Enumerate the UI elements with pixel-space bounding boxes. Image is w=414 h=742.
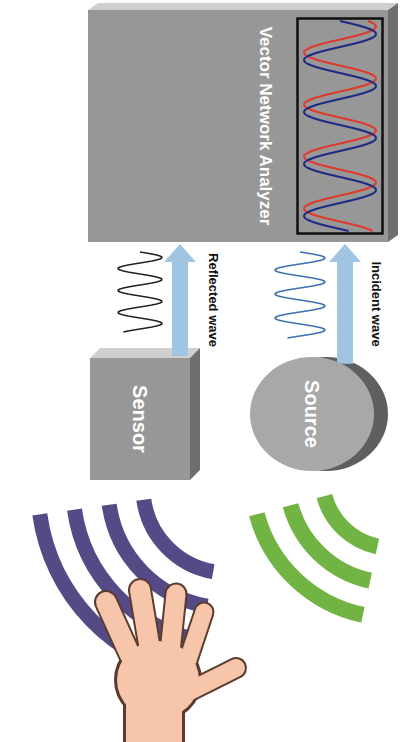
box-side-face: [190, 348, 200, 480]
wave-arrow: [329, 244, 361, 364]
hand-fill: [106, 590, 236, 742]
source-disk: Source: [250, 357, 374, 471]
box-top-face: [88, 3, 398, 10]
box-side-face: [388, 3, 398, 242]
device-box: Sensor: [90, 358, 190, 480]
device-label: Vector Network Analyzer: [257, 27, 274, 226]
screen-border: [298, 19, 383, 234]
hand-outline: [106, 590, 236, 742]
device-label: Source: [302, 380, 322, 448]
wave-label: Incident wave: [370, 260, 383, 347]
incident-waveform: [275, 252, 325, 338]
device-box: Vector Network Analyzer: [88, 10, 388, 242]
wave-label: Reflected wave: [207, 252, 220, 348]
red-trace: [304, 21, 376, 231]
sensor-field-arcs: [40, 500, 213, 675]
reflected-waveform: [118, 252, 162, 332]
analyzer-screen: [296, 17, 384, 235]
source-field-arcs: [257, 496, 378, 615]
blue-trace: [304, 21, 376, 231]
wave-arrow: [164, 244, 196, 356]
device-label: Sensor: [130, 385, 150, 453]
